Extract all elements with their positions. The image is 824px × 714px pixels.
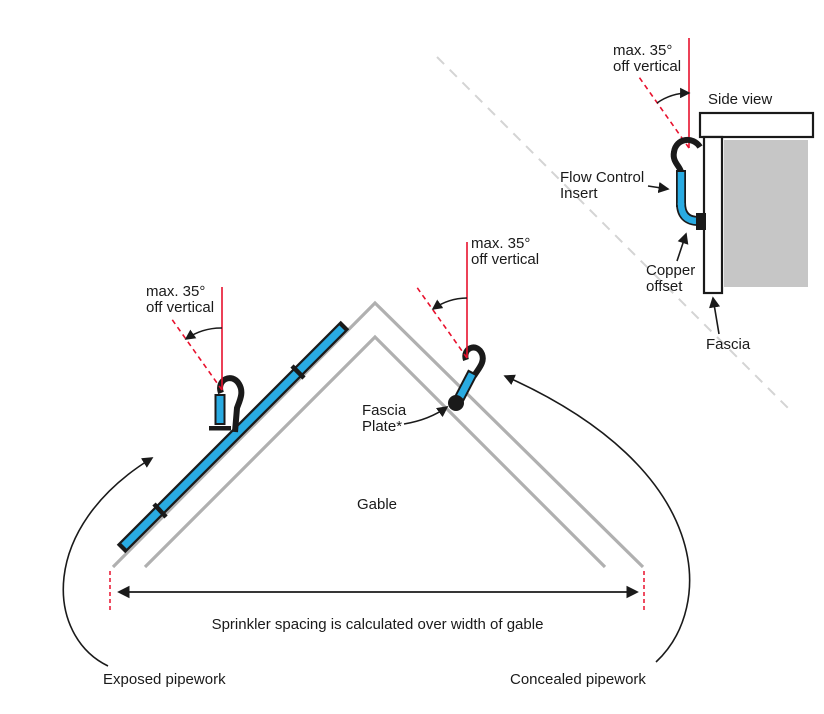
pipe-clip-upper bbox=[290, 364, 306, 380]
view-separator-dashed-line bbox=[436, 56, 793, 413]
concealed-pipework-arrow bbox=[503, 374, 691, 663]
flow-control-insert-line1: Flow Control bbox=[560, 169, 645, 186]
pipe-clip-lower bbox=[152, 502, 168, 519]
flow-control-insert-arrow bbox=[647, 182, 670, 194]
copper-offset-label: Copper offset bbox=[646, 262, 696, 296]
fascia-plate-arrow bbox=[403, 406, 449, 425]
flex-hose bbox=[670, 137, 703, 173]
copper-offset-line1: Copper bbox=[646, 262, 696, 279]
right-angle-dashed-line bbox=[415, 285, 468, 359]
flow-control-insert-label: Flow Control Insert bbox=[560, 169, 645, 203]
angle-label-side-line2: off vertical bbox=[613, 58, 682, 76]
angle-label-right-line1: max. 35° bbox=[471, 235, 531, 252]
soffit-board bbox=[698, 111, 815, 139]
gable-structure bbox=[111, 300, 645, 569]
gable-inner-line bbox=[143, 334, 607, 569]
fascia-plate-label: Fascia Plate* bbox=[362, 402, 407, 436]
side-angle-arc-arrow bbox=[656, 87, 691, 104]
spacing-note: Sprinkler spacing is calculated over wid… bbox=[211, 616, 544, 633]
flow-control-insert-line2: Insert bbox=[560, 185, 598, 203]
pipe-fill bbox=[121, 325, 345, 549]
copper-offset-line2: offset bbox=[646, 278, 683, 296]
left-sprinkler bbox=[209, 375, 245, 433]
red-annotations bbox=[109, 38, 690, 613]
callout-arrows bbox=[62, 182, 721, 667]
gable-label: Gable bbox=[357, 496, 398, 513]
angle-label-left-line2: off vertical bbox=[146, 299, 215, 317]
side-view-structure bbox=[698, 111, 815, 295]
side-angle-dashed-line bbox=[638, 76, 690, 149]
concealed-pipework-label: Concealed pipework bbox=[510, 671, 646, 688]
angle-label-right: max. 35° off vertical bbox=[471, 235, 540, 269]
exposed-pipework-label: Exposed pipework bbox=[103, 671, 226, 688]
side-view-sprinkler bbox=[670, 137, 706, 230]
fascia-board bbox=[702, 135, 724, 295]
wall-section-block bbox=[724, 140, 808, 287]
angle-label-left-line1: max. 35° bbox=[146, 283, 206, 300]
left-angle-dashed-line bbox=[170, 317, 223, 391]
angle-label-left: max. 35° off vertical bbox=[146, 283, 215, 317]
fascia-label: Fascia bbox=[706, 336, 751, 353]
fascia-plate-line1: Fascia bbox=[362, 402, 407, 419]
copper-offset-elbow bbox=[677, 202, 699, 225]
exposed-pipework-arrow bbox=[62, 457, 154, 667]
gable-outer-line bbox=[111, 300, 645, 569]
left-angle-arc-arrow bbox=[184, 327, 223, 340]
fascia-fitting bbox=[696, 213, 706, 230]
angle-arcs bbox=[184, 87, 691, 340]
sprinkler-deflector bbox=[209, 426, 231, 431]
side-view-title: Side view bbox=[708, 91, 773, 108]
exposed-pipe bbox=[116, 320, 350, 554]
sprinkler-body bbox=[456, 372, 476, 399]
copper-offset-arrow bbox=[676, 232, 689, 262]
angle-label-right-line2: off vertical bbox=[471, 251, 540, 269]
angle-label-side: max. 35° off vertical bbox=[613, 42, 682, 76]
right-angle-arc-arrow bbox=[431, 297, 468, 310]
fascia-arrow bbox=[709, 296, 721, 335]
fascia-plate-line2: Plate* bbox=[362, 418, 403, 436]
angle-label-side-line1: max. 35° bbox=[613, 42, 673, 59]
fascia-plate bbox=[448, 395, 464, 411]
